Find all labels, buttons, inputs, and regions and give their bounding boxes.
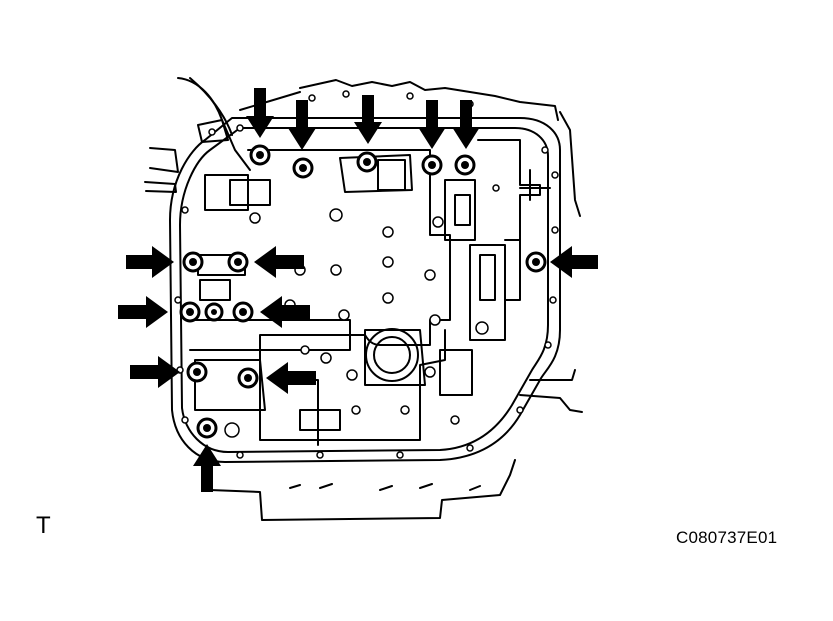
valve-plate	[247, 149, 451, 441]
corner-mark: T	[36, 512, 51, 539]
arrow-icon	[260, 296, 310, 328]
arrow-icon	[193, 444, 221, 492]
bolt-icon	[179, 301, 201, 323]
bolt-icon	[525, 251, 547, 273]
arrow-icon	[418, 100, 446, 149]
bolt-icon	[196, 417, 218, 439]
bolt-icon	[182, 251, 204, 273]
arrow-icon	[130, 356, 180, 388]
arrow-icon	[246, 88, 274, 138]
bolts	[179, 144, 547, 439]
figure-code: C080737E01	[676, 528, 778, 547]
arrows	[118, 88, 598, 492]
arrow-icon	[126, 246, 174, 278]
pan-outline	[169, 117, 561, 463]
bolt-icon	[421, 154, 443, 176]
bolt-icon	[232, 301, 254, 323]
arrow-icon	[288, 100, 316, 150]
bolt-icon	[237, 367, 259, 389]
bolt-icon	[227, 251, 249, 273]
bolt-icon	[204, 302, 224, 322]
plate-holes	[174, 90, 559, 459]
solenoid-assembly	[439, 139, 551, 396]
bolt-icon	[356, 151, 378, 173]
bolt-icon	[249, 144, 271, 166]
arrow-icon	[550, 246, 598, 278]
bolt-icon	[292, 157, 314, 179]
arrow-icon	[354, 95, 382, 144]
lower-casing	[204, 459, 516, 521]
bolt-icon	[454, 154, 476, 176]
bolt-icon	[186, 361, 208, 383]
arrow-icon	[254, 246, 304, 278]
arrow-icon	[452, 100, 480, 149]
arrow-icon	[266, 362, 316, 394]
upper-casing	[144, 77, 581, 217]
pan-inner-outline	[179, 127, 549, 453]
arrow-icon	[118, 296, 168, 328]
